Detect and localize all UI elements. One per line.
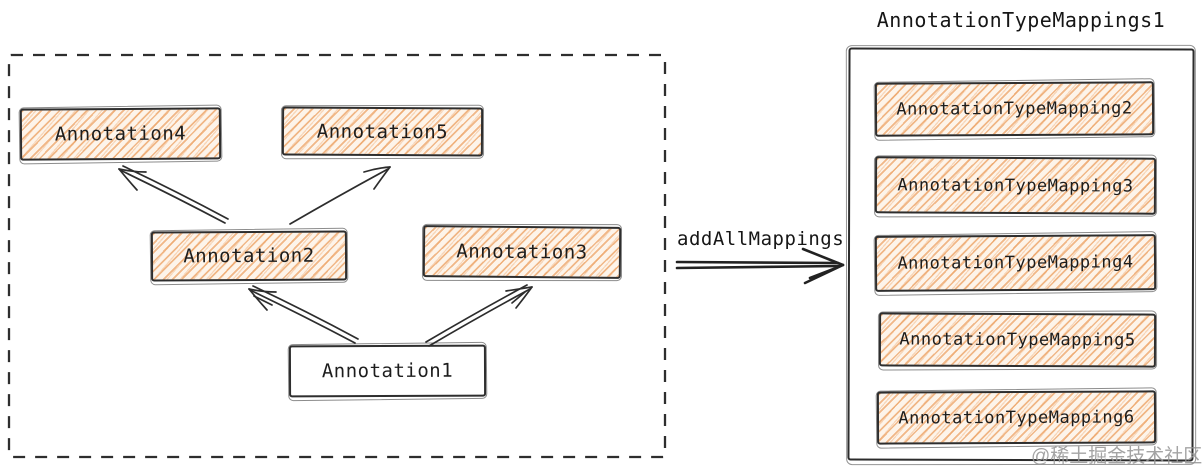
arrow-annotation1-to-annotation3 bbox=[425, 284, 533, 347]
node-annotation3: Annotation3 bbox=[422, 225, 622, 279]
mapping-label: AnnotationTypeMapping2 bbox=[896, 98, 1133, 120]
arrow-annotation2-to-annotation4 bbox=[118, 165, 229, 224]
mapping-label: AnnotationTypeMapping4 bbox=[897, 252, 1134, 274]
mapping-box-3: AnnotationTypeMapping3 bbox=[874, 156, 1157, 215]
node-label: Annotation5 bbox=[316, 120, 449, 143]
transfer-arrow-label: addAllMappings bbox=[677, 228, 845, 250]
node-label: Annotation3 bbox=[456, 240, 588, 264]
arrow-annotation2-to-annotation5 bbox=[289, 166, 391, 225]
node-label: Annotation1 bbox=[321, 359, 454, 383]
mapping-box-2: AnnotationTypeMapping2 bbox=[874, 81, 1155, 137]
mapping-box-4: AnnotationTypeMapping4 bbox=[874, 234, 1157, 292]
mapping-box-6: AnnotationTypeMapping6 bbox=[876, 390, 1157, 445]
node-annotation2: Annotation2 bbox=[150, 230, 348, 282]
node-annotation5: Annotation5 bbox=[281, 106, 484, 157]
transfer-arrow bbox=[675, 247, 845, 285]
right-group-title: AnnotationTypeMappings1 bbox=[876, 8, 1166, 32]
mapping-label: AnnotationTypeMapping3 bbox=[897, 174, 1134, 197]
mapping-label: AnnotationTypeMapping6 bbox=[898, 406, 1135, 429]
node-label: Annotation2 bbox=[183, 244, 315, 268]
watermark: @稀土掘金技术社区 bbox=[1031, 446, 1203, 467]
mapping-label: AnnotationTypeMapping5 bbox=[899, 329, 1136, 351]
node-annotation4: Annotation4 bbox=[19, 107, 222, 161]
node-annotation1: Annotation1 bbox=[288, 344, 487, 398]
arrow-annotation1-to-annotation2 bbox=[248, 285, 359, 344]
mapping-box-5: AnnotationTypeMapping5 bbox=[878, 312, 1157, 368]
node-label: Annotation4 bbox=[54, 122, 187, 146]
